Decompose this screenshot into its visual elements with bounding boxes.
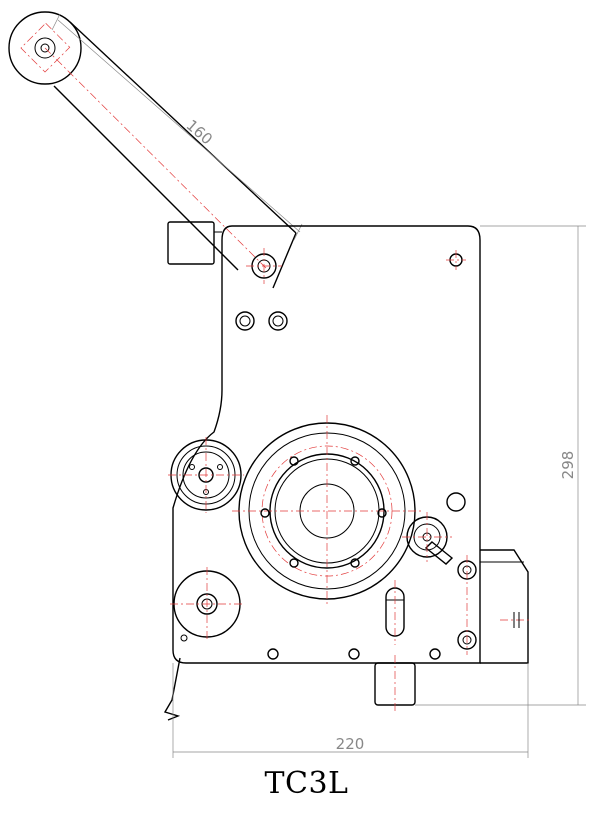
height-value: 298 <box>559 451 577 480</box>
screw-pair <box>235 311 288 331</box>
height-dimension: 298 <box>415 225 586 706</box>
width-value: 220 <box>336 735 365 753</box>
guide-pulley-lower <box>170 567 244 641</box>
guide-pulley-upper <box>168 437 244 513</box>
side-screws <box>457 555 477 655</box>
tension-arm <box>8 11 297 289</box>
side-bracket <box>480 549 530 664</box>
arm-length-value: 160 <box>183 116 216 148</box>
model-label: TC3L <box>264 766 349 801</box>
mounting-hole-top-right <box>446 250 466 270</box>
wire-hook <box>163 634 188 721</box>
main-disc <box>232 415 422 605</box>
tension-dial <box>402 512 454 565</box>
bottom-shaft <box>374 655 416 712</box>
slot <box>385 580 405 645</box>
arm-length-dimension: 160 <box>51 13 303 241</box>
right-hole <box>446 492 466 512</box>
body-plate <box>167 221 481 664</box>
width-dimension: 220 <box>172 663 529 758</box>
arm-pivot <box>246 248 282 284</box>
bottom-screws <box>267 648 441 660</box>
